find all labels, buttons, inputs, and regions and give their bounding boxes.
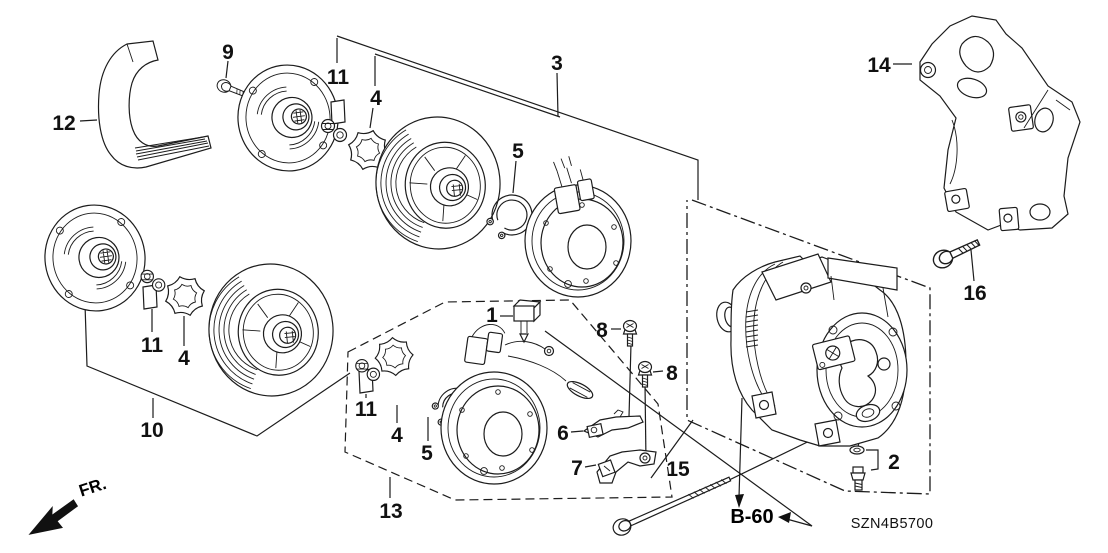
bolt-8-upper — [622, 319, 638, 347]
harness-wire-2 — [507, 355, 567, 382]
clutch-plate-left — [37, 197, 153, 319]
callout-4-left[interactable]: 4 — [178, 347, 190, 370]
callout-8-lower[interactable]: 8 — [666, 362, 678, 385]
callout-11-mid[interactable]: 11 — [355, 398, 378, 421]
callout-2[interactable]: 2 — [888, 451, 900, 474]
callout-6[interactable]: 6 — [557, 422, 569, 445]
callout-1[interactable]: 1 — [486, 304, 498, 327]
pulley-bottom — [201, 257, 341, 403]
mount-bracket-14 — [919, 15, 1081, 232]
callout2-bracket — [866, 449, 879, 471]
callout-9[interactable]: 9 — [222, 41, 234, 64]
front-direction-marker: FR. — [28, 474, 109, 535]
callout16-leader — [970, 249, 975, 282]
drive-belt — [97, 40, 212, 169]
diagram-part-code: SZN4B5700 — [851, 516, 934, 532]
callout9-leader — [225, 60, 229, 79]
bracket-6 — [582, 409, 644, 439]
callout-8-upper[interactable]: 8 — [596, 319, 608, 342]
callout8-lower-leader — [652, 370, 664, 373]
callout4-top-leader — [369, 107, 374, 129]
field-coil-top — [524, 156, 632, 298]
callout5-top-leader — [512, 160, 517, 194]
callout-11-left[interactable]: 11 — [141, 334, 164, 357]
page-reference-b60[interactable]: B-60 — [730, 506, 773, 528]
pulley-top — [368, 110, 508, 256]
callout12-leader — [79, 119, 98, 122]
callout7-leader — [584, 464, 597, 468]
field-coil-mid — [440, 324, 594, 485]
valve-2 — [849, 445, 866, 491]
callout-13[interactable]: 13 — [379, 500, 402, 523]
b60-leader-left — [738, 397, 743, 498]
callout-5-mid[interactable]: 5 — [421, 442, 433, 465]
group13-outline — [344, 299, 673, 501]
callout-14[interactable]: 14 — [867, 54, 891, 77]
wave-washer-4-left — [157, 268, 213, 324]
callout6-leader — [570, 430, 584, 433]
callout-12[interactable]: 12 — [52, 112, 75, 135]
bolt-16 — [929, 233, 983, 272]
callout-5-top[interactable]: 5 — [512, 140, 524, 163]
front-label: FR. — [77, 474, 109, 501]
group10-outline — [84, 303, 351, 437]
compressor-body — [716, 253, 908, 447]
callout-7[interactable]: 7 — [571, 457, 583, 480]
harness-wire-1 — [504, 340, 546, 350]
bracket-7 — [596, 449, 657, 484]
callout-4-mid[interactable]: 4 — [391, 424, 403, 447]
part-tag-top — [330, 99, 346, 125]
ring-terminal — [543, 345, 555, 357]
thermal-capsule — [566, 380, 594, 400]
callout-15[interactable]: 15 — [666, 458, 690, 481]
sensor-1 — [512, 299, 542, 344]
b60-arrowhead-right — [778, 512, 791, 523]
callout-3[interactable]: 3 — [551, 52, 563, 75]
callout15-leader — [650, 419, 694, 479]
callout3-leader — [556, 72, 559, 117]
group3-bracket-line — [336, 35, 699, 200]
callout-4-top[interactable]: 4 — [370, 87, 382, 110]
bolt8-upper-stem — [628, 343, 632, 418]
callout-10[interactable]: 10 — [140, 419, 163, 442]
b60-arrowhead-left — [735, 494, 744, 508]
bolt8-lower-stem — [644, 383, 647, 463]
callout-11-top[interactable]: 11 — [327, 66, 350, 89]
callout-16[interactable]: 16 — [963, 282, 986, 305]
b60-leader-right — [544, 330, 813, 527]
group3-bracket-line2 — [374, 53, 561, 118]
bolt-15 — [612, 476, 732, 536]
